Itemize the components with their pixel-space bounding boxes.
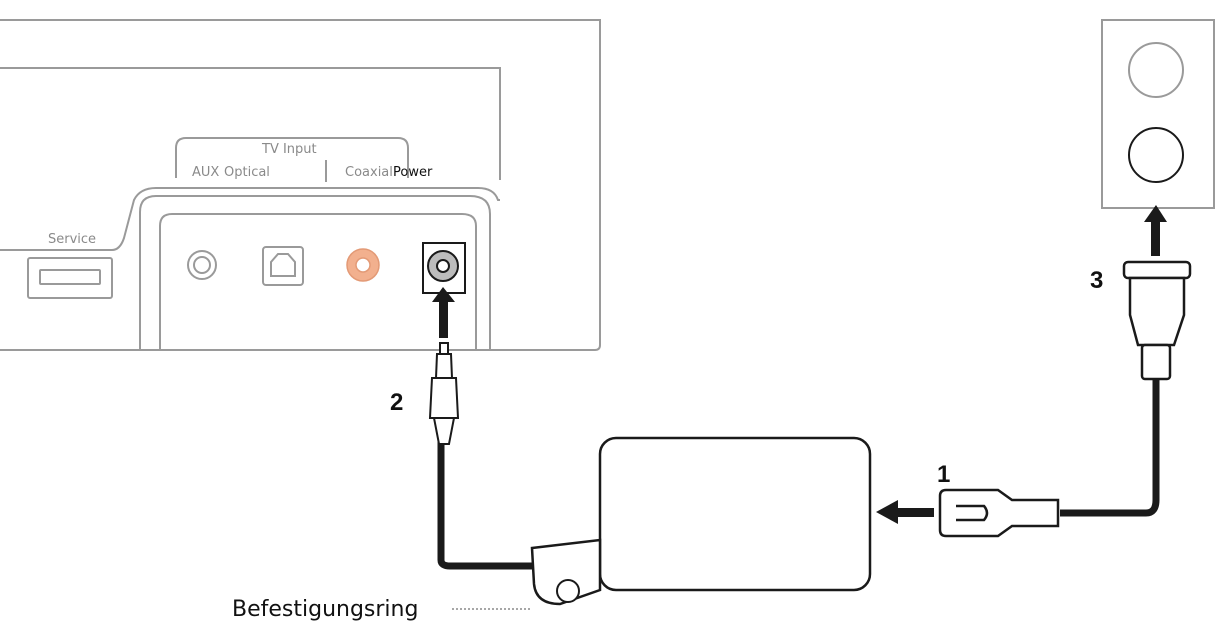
label-tv-input: TV Input — [261, 142, 317, 157]
arrow-into-outlet — [1144, 205, 1167, 256]
power-input-jack — [422, 242, 466, 294]
label-service: Service — [48, 232, 96, 247]
soundbar-rear-panel — [0, 19, 601, 351]
step-number-2: 2 — [390, 389, 403, 416]
arrow-into-adapter — [876, 500, 934, 524]
label-optical: Optical — [224, 165, 270, 180]
label-power: Power — [393, 165, 433, 180]
step-number-3: 3 — [1090, 267, 1103, 294]
label-aux: AUX — [192, 165, 219, 180]
optical-port — [262, 246, 304, 286]
arrow-into-power-jack — [432, 287, 455, 338]
aux-jack — [187, 250, 217, 280]
wall-outlet — [1101, 19, 1215, 209]
power-adapter — [530, 436, 872, 606]
befestigungsring-ring — [556, 579, 580, 603]
coaxial-jack — [346, 248, 380, 282]
ac-wall-plug — [1122, 260, 1192, 381]
step-number-1: 1 — [937, 461, 950, 488]
label-befestigungsring: Befestigungsring — [232, 597, 418, 622]
ac-appliance-plug — [938, 488, 1060, 538]
service-usb-port — [27, 257, 113, 299]
dc-plug — [428, 342, 460, 445]
ac-power-cord — [1060, 376, 1160, 517]
dc-cable — [437, 438, 540, 570]
label-coaxial: Coaxial — [345, 165, 393, 180]
